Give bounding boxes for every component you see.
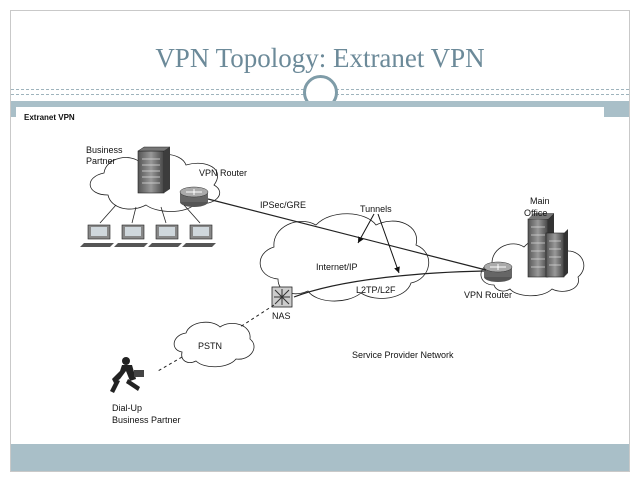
vpn-router-right-label: VPN Router <box>464 290 512 300</box>
nas-icon <box>271 286 293 308</box>
tunnel-arrow <box>357 213 375 244</box>
main-office-label: Main <box>530 196 550 206</box>
dialup-link-user <box>157 356 183 372</box>
vpn-router-left-label: VPN Router <box>199 168 247 178</box>
tunnel-arrow <box>377 213 400 274</box>
lan-links <box>99 204 201 224</box>
nas-label: NAS <box>272 311 291 321</box>
internet-cloud <box>259 213 430 302</box>
main-office-label: Office <box>524 208 547 218</box>
vpn-router-left-icon <box>179 186 209 207</box>
l2tp-l2f-tunnel <box>293 270 485 298</box>
pc-icon <box>80 224 114 247</box>
service-provider-network-label: Service Provider Network <box>352 350 454 360</box>
diagram-heading: Extranet VPN <box>24 113 75 122</box>
internet-ip-label: Internet/IP <box>316 262 358 272</box>
pc-icon <box>182 224 216 247</box>
tunnels-label: Tunnels <box>360 204 392 214</box>
diagram-canvas: Extranet VPN <box>24 113 585 425</box>
business-partner-building-icon <box>137 146 171 194</box>
business-partner-label: Business <box>86 145 123 155</box>
dialup-partner-label: Dial-Up <box>112 403 142 413</box>
ipsec-gre-tunnel <box>207 198 487 271</box>
ipsec-gre-label: IPSec/GRE <box>260 200 306 210</box>
main-office-building-icon <box>527 213 568 278</box>
pstn-cloud <box>173 321 255 368</box>
dialup-user-icon <box>110 357 144 393</box>
business-partner-label: Partner <box>86 156 116 166</box>
dialup-partner-label: Business Partner <box>112 415 181 425</box>
vpn-router-right-icon <box>483 261 513 282</box>
slide-title: VPN Topology: Extranet VPN <box>155 43 485 73</box>
l2tp-l2f-label: L2TP/L2F <box>356 285 396 295</box>
network-diagram: Extranet VPN <box>16 107 604 432</box>
pc-icon <box>114 224 148 247</box>
bottom-band <box>11 444 629 471</box>
pstn-label: PSTN <box>198 341 222 351</box>
pc-icon <box>148 224 182 247</box>
dialup-link-nas <box>239 304 275 328</box>
